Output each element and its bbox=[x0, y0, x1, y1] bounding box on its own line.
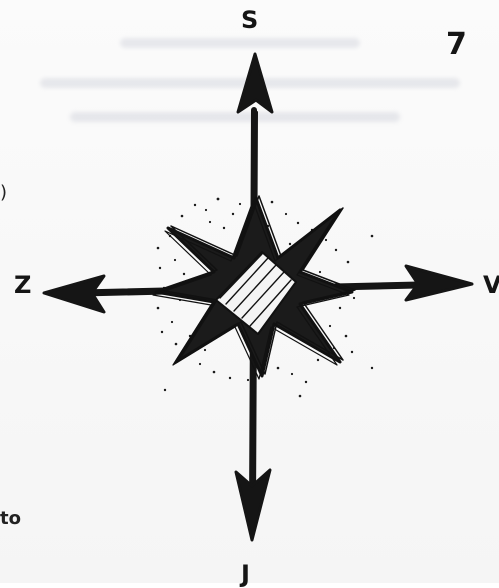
compass-label-east: V bbox=[483, 273, 499, 297]
compass-star bbox=[153, 196, 355, 379]
margin-fragment-paren: ) bbox=[0, 184, 7, 202]
page-number: 7 bbox=[446, 30, 467, 60]
compass-label-south: J bbox=[241, 562, 250, 586]
compass-label-north: S bbox=[241, 8, 258, 32]
compass-label-west: Z bbox=[14, 273, 31, 297]
margin-fragment-word: to bbox=[0, 510, 21, 528]
